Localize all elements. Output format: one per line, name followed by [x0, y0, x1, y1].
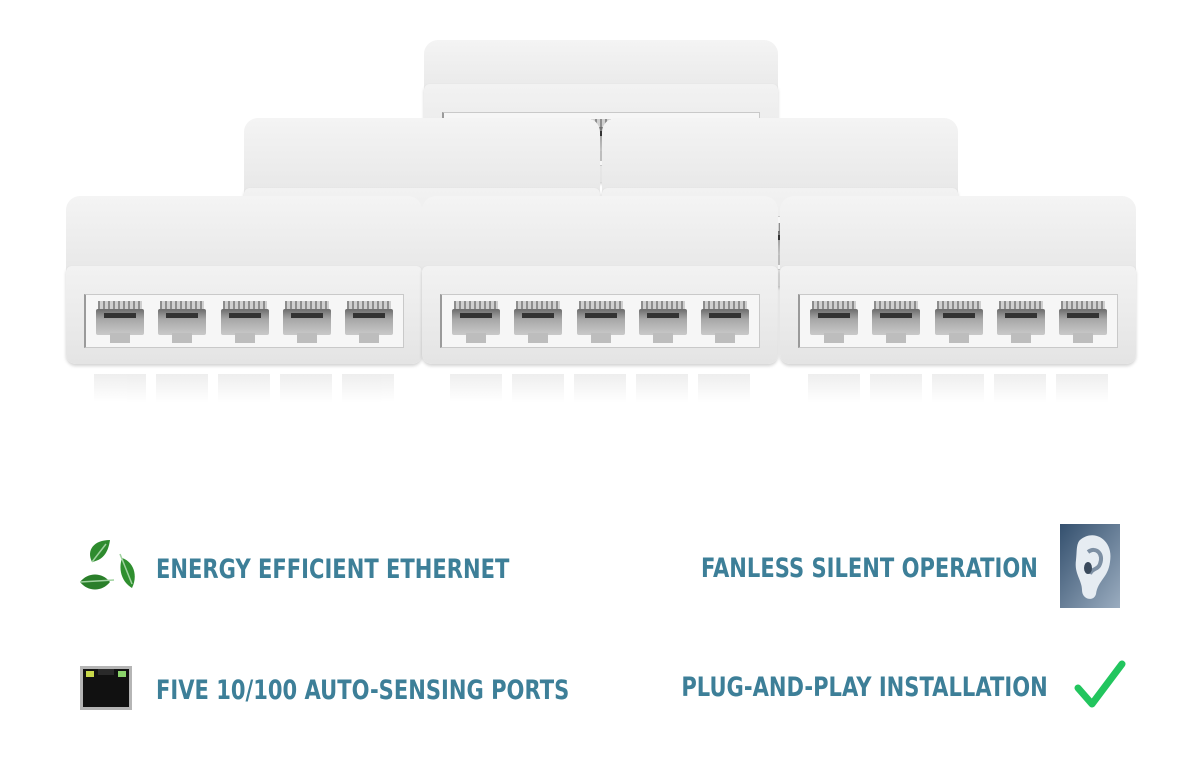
- feature-label: FANLESS SILENT OPERATION: [701, 553, 1038, 584]
- feature-fanless-silent: FANLESS SILENT OPERATION: [606, 524, 1120, 613]
- ethernet-port: [868, 299, 924, 345]
- feature-energy-efficient: ENERGY EFFICIENT ETHERNET: [76, 536, 609, 603]
- ethernet-port: [341, 299, 397, 345]
- switch-reflection: [780, 366, 1136, 436]
- ethernet-port: [806, 299, 862, 345]
- port-panel: [84, 294, 404, 348]
- ethernet-port: [1055, 299, 1111, 345]
- recycle-leaves-icon: [76, 536, 140, 603]
- feature-auto-sensing-ports: FIVE 10/100 AUTO-SENSING PORTS: [80, 666, 686, 715]
- switch-bottom-center: [422, 196, 778, 364]
- ethernet-port: [217, 299, 273, 345]
- ethernet-port: [635, 299, 691, 345]
- ethernet-port: [993, 299, 1049, 345]
- port-panel: [798, 294, 1118, 348]
- ethernet-port-icon: [80, 666, 132, 715]
- ethernet-port: [931, 299, 987, 345]
- switch-reflection: [422, 366, 778, 436]
- switch-reflection: [66, 366, 422, 436]
- switch-bottom-right: [780, 196, 1136, 364]
- feature-plug-and-play: PLUG-AND-PLAY INSTALLATION: [578, 660, 1126, 715]
- feature-label: PLUG-AND-PLAY INSTALLATION: [681, 672, 1048, 703]
- feature-label: FIVE 10/100 AUTO-SENSING PORTS: [156, 675, 570, 706]
- switch-bottom-left: [66, 196, 422, 364]
- checkmark-icon: [1074, 660, 1126, 715]
- ethernet-port: [448, 299, 504, 345]
- feature-label: ENERGY EFFICIENT ETHERNET: [156, 554, 510, 585]
- ethernet-port: [697, 299, 753, 345]
- ethernet-port: [573, 299, 629, 345]
- ethernet-port: [510, 299, 566, 345]
- ethernet-port: [279, 299, 335, 345]
- ethernet-port: [92, 299, 148, 345]
- ear-icon: [1060, 524, 1120, 613]
- ethernet-port: [154, 299, 210, 345]
- port-panel: [440, 294, 760, 348]
